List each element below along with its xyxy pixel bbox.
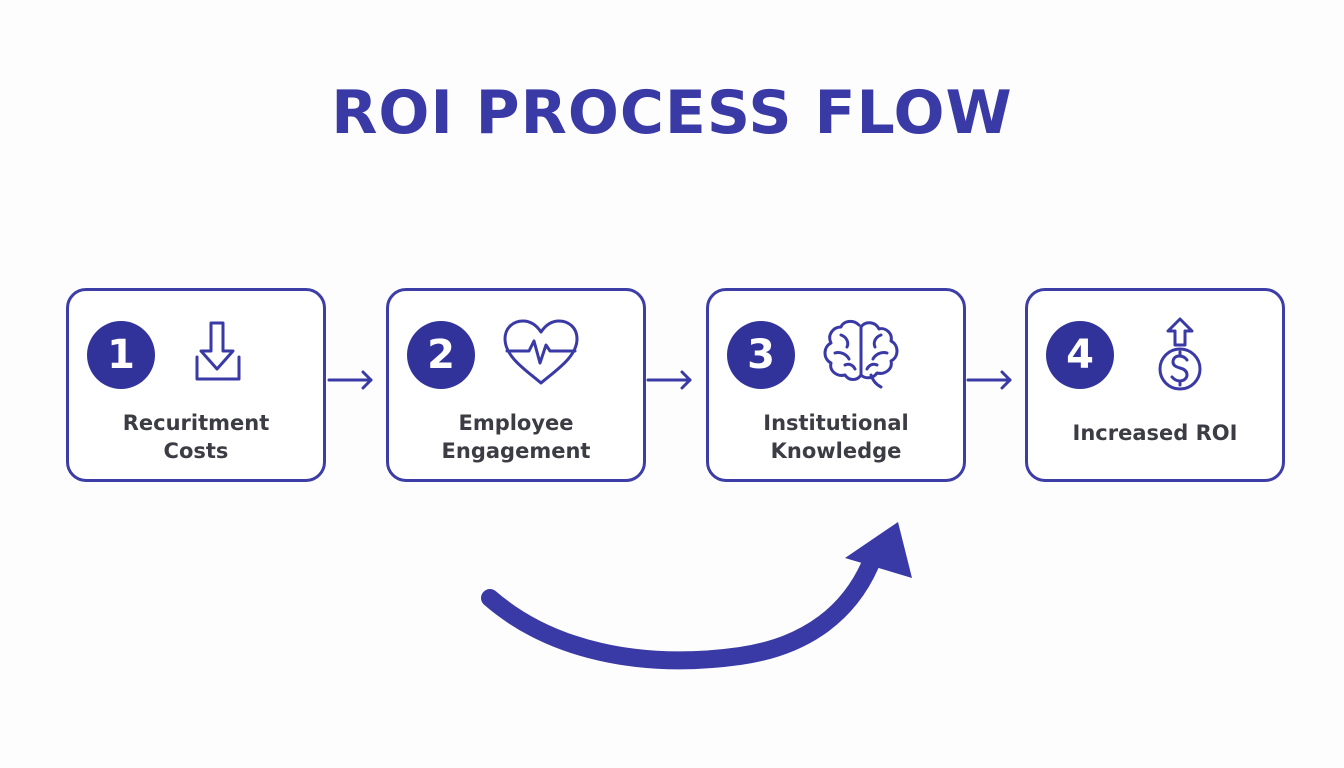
step-number-badge: 4 — [1046, 321, 1114, 389]
curved-arrow-icon — [460, 510, 940, 690]
arrow-right-icon — [327, 366, 377, 394]
step-card-2: 2 Employee Engagement — [386, 288, 646, 482]
step-card-3: 3 Institutional Knowledge — [706, 288, 966, 482]
brain-icon — [819, 315, 903, 391]
step-label: Increased ROI — [1072, 421, 1238, 445]
arrow-right-icon — [966, 366, 1016, 394]
step-card-1: 1 Recuritment Costs — [66, 288, 326, 482]
step-label: Institutional Knowledge — [763, 411, 909, 463]
page-title: ROI PROCESS FLOW — [331, 78, 1013, 148]
step-number-badge: 1 — [87, 321, 155, 389]
step-label: Employee Engagement — [441, 411, 591, 463]
money-growth-icon — [1138, 315, 1222, 391]
heart-pulse-icon — [499, 315, 583, 391]
step-card-4: 4 Increased ROI — [1025, 288, 1285, 482]
download-icon — [179, 315, 263, 391]
step-number-badge: 2 — [407, 321, 475, 389]
step-label: Recuritment Costs — [122, 411, 270, 463]
step-number-badge: 3 — [727, 321, 795, 389]
arrow-right-icon — [646, 366, 696, 394]
